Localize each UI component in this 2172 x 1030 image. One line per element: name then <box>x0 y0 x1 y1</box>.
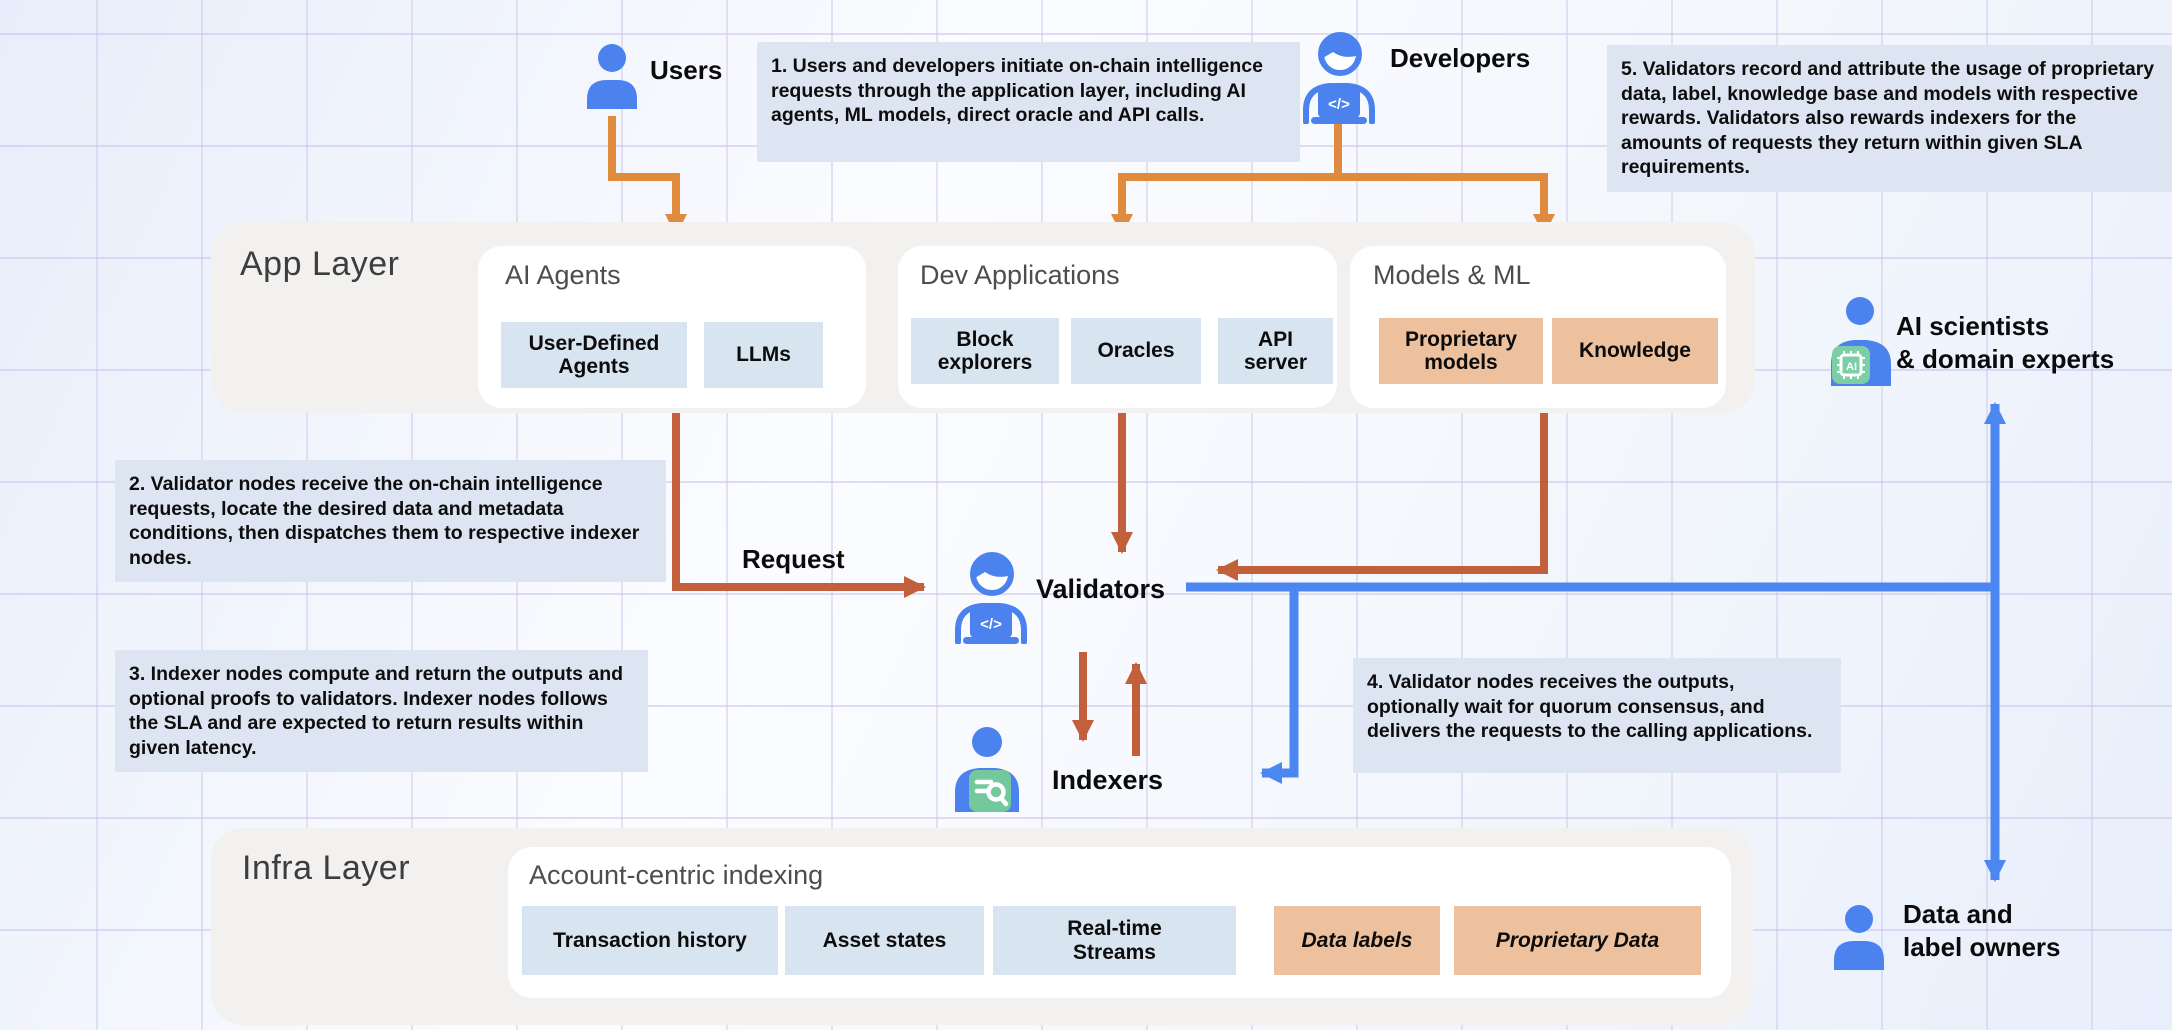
chip-oracles: Oracles <box>1071 318 1201 384</box>
card-title-models-ml: Models & ML <box>1373 260 1531 290</box>
arrow-outputs-to-indexers <box>1260 587 1299 784</box>
arrow-models-ml-to-validators <box>1216 410 1548 581</box>
developer-laptop-icon <box>1292 28 1384 124</box>
indexer-search-icon <box>953 726 1025 814</box>
chip-transaction-history: Transaction history <box>522 906 778 975</box>
card-title-ai-agents: AI Agents <box>505 260 621 290</box>
app-layer-title: App Layer <box>240 245 400 283</box>
actor-indexers: Indexers <box>953 722 1193 832</box>
chip-llms: LLMs <box>704 322 823 388</box>
note-5: 5. Validators record and attribute the u… <box>1607 45 2172 192</box>
ai-scientists-label-line2: & domain experts <box>1896 344 2115 374</box>
card-title-dev-applications: Dev Applications <box>920 260 1120 290</box>
actor-ai-scientists: AI scientists & domain experts <box>1828 294 2128 394</box>
chip-user-defined-agents: User-Defined Agents <box>501 322 687 388</box>
chip-api-server: API server <box>1218 318 1333 384</box>
actor-developers: Developers <box>1292 28 1542 128</box>
data-owners-label-line1: Data and <box>1903 899 2013 929</box>
actor-data-owners: Data and label owners <box>1828 898 2128 988</box>
indexers-label: Indexers <box>1052 765 1164 795</box>
card-title-account-centric-indexing: Account-centric indexing <box>529 860 824 890</box>
chip-proprietary-data: Proprietary Data <box>1454 906 1701 975</box>
arrow-users-to-ai-agents <box>608 116 687 236</box>
chip-asset-states: Asset states <box>785 906 984 975</box>
actor-validators: Validators <box>944 548 1204 658</box>
arrow-developers-to-dev-applications <box>1111 173 1338 236</box>
data-owner-person-icon <box>1830 904 1888 972</box>
note-1: 1. Users and developers initiate on-chai… <box>757 42 1300 162</box>
validator-laptop-icon <box>944 548 1036 644</box>
chip-data-labels: Data labels <box>1274 906 1440 975</box>
user-person-icon <box>584 42 640 112</box>
chip-block-explorers: Block explorers <box>911 318 1059 384</box>
validators-label: Validators <box>1036 574 1166 604</box>
data-owners-label-line2: label owners <box>1903 932 2061 962</box>
ai-scientist-chip-icon <box>1828 296 1894 388</box>
arrow-request-ai-agents-to-validators <box>672 410 926 598</box>
chip-proprietary-models: Proprietary models <box>1379 318 1543 384</box>
request-edge-label: Request <box>742 544 845 574</box>
card-ai-agents: AI Agents User-Defined Agents LLMs <box>478 246 866 408</box>
note-2: 2. Validator nodes receive the on-chain … <box>115 460 666 583</box>
actor-users: Users <box>584 42 814 122</box>
arrow-developers-to-models-ml <box>1338 173 1555 236</box>
ai-scientists-label-line1: AI scientists <box>1896 311 2050 341</box>
note-3: 3. Indexer nodes compute and return the … <box>115 650 648 773</box>
infra-layer-title: Infra Layer <box>242 849 411 887</box>
users-label: Users <box>650 55 723 85</box>
chip-knowledge: Knowledge <box>1552 318 1718 384</box>
card-models-ml: Models & ML Proprietary models Knowledge <box>1350 246 1726 408</box>
chip-real-time-streams: Real-time Streams <box>993 906 1236 975</box>
note-4: 4. Validator nodes receives the outputs,… <box>1353 658 1841 773</box>
card-dev-applications: Dev Applications Block explorers Oracles… <box>898 246 1337 408</box>
developers-label: Developers <box>1390 43 1531 73</box>
card-account-centric-indexing: Account-centric indexing Transaction his… <box>508 847 1731 998</box>
